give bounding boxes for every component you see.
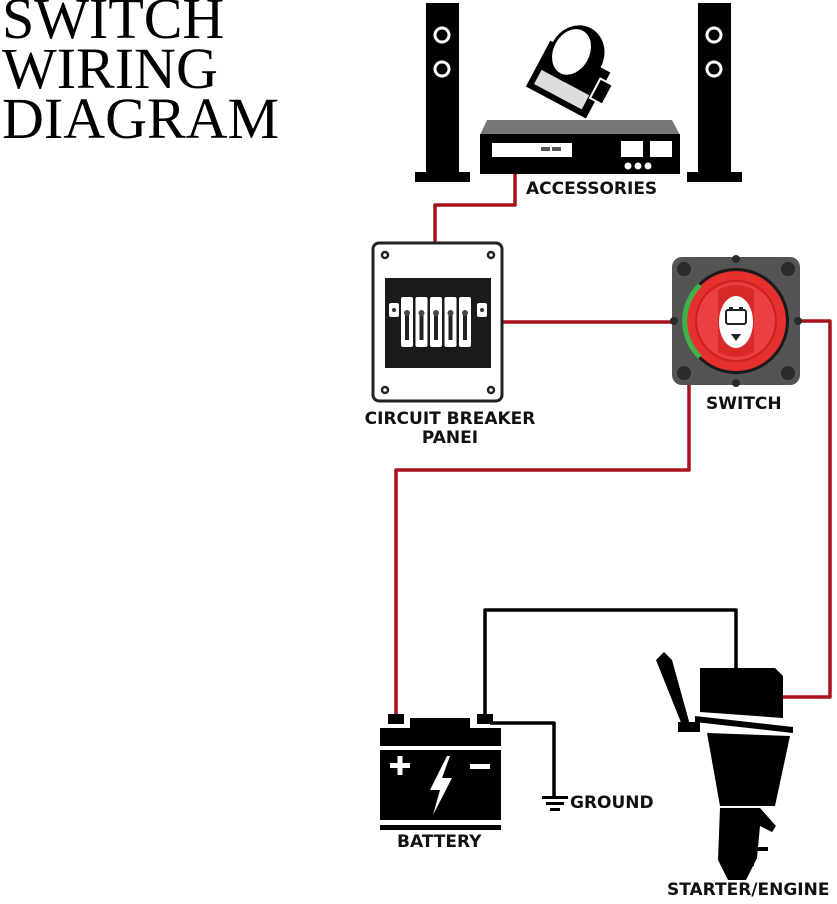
positive-terminal-symbol: [390, 756, 410, 775]
circuit-breaker-label-line-2: PANEI: [421, 428, 479, 448]
wire-battery-to-ground: [490, 721, 556, 796]
title-line-1: SWITCH: [2, 0, 225, 51]
battery-icon: [380, 714, 501, 830]
accessories-label: ACCESSORIES: [526, 179, 658, 199]
positive-wires: [394, 172, 832, 718]
breaker-toggle: [415, 297, 428, 347]
title-line-3: DIAGRAM: [2, 86, 280, 151]
breaker-switches: [389, 303, 487, 317]
accessories-icon: [415, 3, 742, 182]
negative-terminal-symbol: [470, 764, 490, 769]
wire-battery-to-engine: [483, 608, 738, 718]
engine-label: STARTER/ENGINE: [667, 880, 830, 900]
wire-switch-to-engine: [782, 319, 832, 699]
negative-wires: [483, 608, 738, 796]
breaker-row: [401, 297, 471, 347]
switch-label: SWITCH: [706, 394, 782, 414]
circuit-breaker-panel-icon: [371, 241, 504, 403]
outboard-engine-icon: [656, 652, 793, 880]
breaker-toggle: [459, 297, 471, 347]
breaker-toggle: [444, 297, 457, 347]
breaker-toggle: [401, 297, 413, 347]
battery-label: BATTERY: [397, 832, 482, 852]
ground-symbol-icon: [542, 796, 568, 811]
lightning-bolt-icon: [430, 756, 452, 815]
wire-switch-to-battery: [394, 382, 691, 718]
title-line-2: WIRING: [2, 36, 218, 101]
receiver-icon: [480, 120, 680, 174]
left-speaker-icon: [415, 3, 470, 182]
right-speaker-icon: [687, 3, 742, 182]
circuit-breaker-label-line-1: CIRCUIT BREAKER: [364, 409, 536, 429]
ground-label: GROUND: [570, 793, 654, 813]
battery-switch-icon: [670, 255, 802, 387]
circuit-breaker-label: CIRCUIT BREAKER PANEI: [362, 410, 538, 448]
wire-accessories-to-breaker: [433, 172, 517, 242]
diagram-title: SWITCH WIRING DIAGRAM: [2, 0, 280, 151]
breaker-toggle: [430, 297, 442, 347]
projector-icon: [525, 25, 615, 119]
